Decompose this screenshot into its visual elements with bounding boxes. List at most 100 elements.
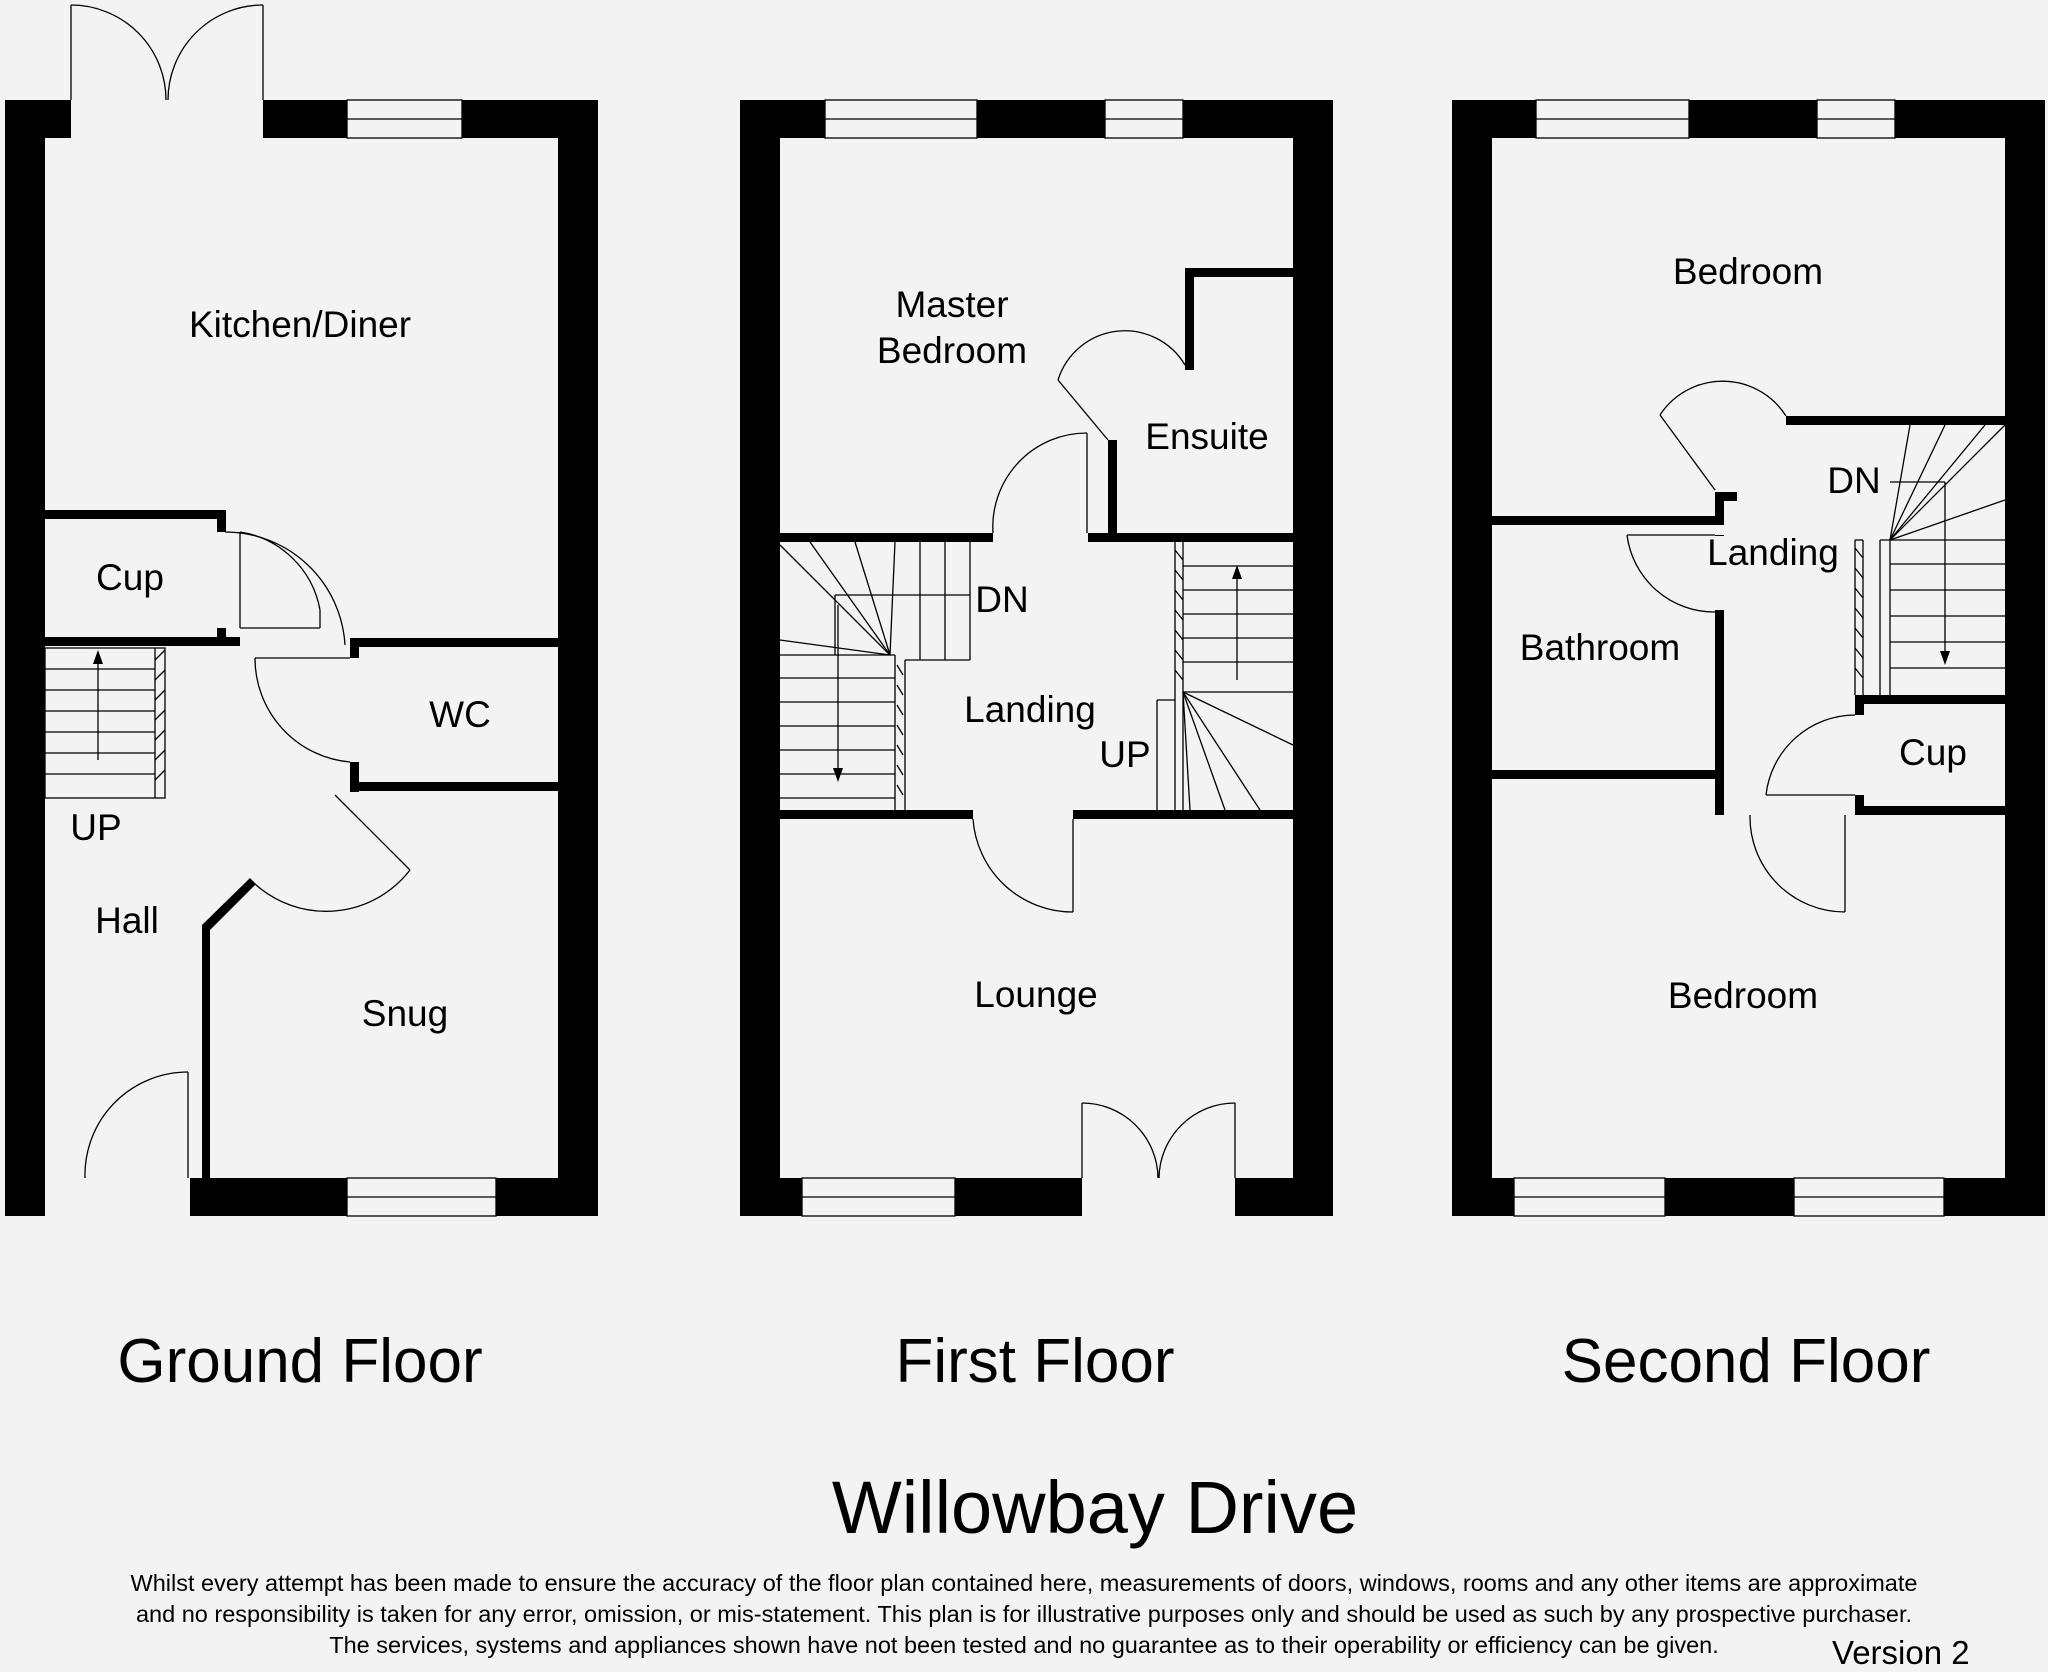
second-bathroom-top-wall — [1492, 516, 1724, 525]
ground-hall-label: Hall — [95, 900, 159, 941]
disclaimer-line-1: Whilst every attempt has been made to en… — [130, 1570, 1918, 1596]
second-bathroom-label: Bathroom — [1520, 627, 1680, 668]
second-bedroom-wall-stub — [1715, 770, 1724, 815]
ground-right-wall — [558, 100, 598, 1216]
first-right-wall — [1293, 100, 1333, 1216]
ground-snug-wall — [202, 878, 256, 1178]
second-bottom-wall-mid — [1665, 1178, 1794, 1216]
second-cup-label: Cup — [1899, 732, 1967, 773]
first-left-wall — [740, 100, 780, 1216]
ground-window-top — [346, 99, 463, 139]
ground-french-doors — [70, 4, 264, 101]
first-balcony-doors — [1081, 1102, 1236, 1179]
second-window-bottom-right — [1793, 1177, 1945, 1217]
ground-kitchen-label: Kitchen/Diner — [189, 304, 411, 345]
second-landing-wall-notch — [1715, 492, 1737, 501]
second-cup-door — [1765, 714, 1856, 796]
ground-floor-title: Ground Floor — [117, 1327, 482, 1396]
first-bottom-wall-left — [740, 1178, 802, 1216]
first-lounge-door — [972, 818, 1074, 913]
ground-window-bottom — [346, 1177, 497, 1217]
second-bathroom-bottom-wall — [1492, 770, 1724, 779]
first-master-door — [992, 432, 1088, 534]
second-bathroom-door — [1626, 534, 1716, 613]
ground-up-label: UP — [70, 807, 121, 848]
second-floor-title: Second Floor — [1562, 1327, 1931, 1396]
second-bedroom-top-wall-right — [1855, 806, 2005, 815]
ground-bottom-wall-left — [5, 1178, 45, 1216]
ground-cup-top-wall — [45, 510, 225, 519]
first-lounge-top-wall-left — [780, 810, 973, 819]
second-cup-left-wall — [1855, 695, 1864, 715]
second-dn-label: DN — [1827, 460, 1880, 501]
ground-bottom-wall-mid — [190, 1178, 347, 1216]
first-landing-top-wall-left — [780, 533, 993, 542]
first-lounge-label: Lounge — [974, 974, 1097, 1015]
ground-wc-label: WC — [429, 694, 491, 735]
ground-snug-door — [254, 794, 411, 912]
second-bedroom-bottom-label: Bedroom — [1668, 975, 1818, 1016]
first-ensuite-door — [1057, 330, 1186, 441]
ground-wc-bottom-wall — [350, 782, 558, 791]
second-window-top-left — [1535, 99, 1690, 139]
disclaimer-line-2: and no responsibility is taken for any e… — [135, 1601, 1913, 1627]
ground-wc-left-wall-low — [350, 762, 359, 792]
ground-wc-top-wall — [350, 638, 558, 647]
ground-floor-plan: Kitchen/Diner Cup WC UP Hall Snug — [5, 4, 598, 1217]
first-lounge-top-wall-right — [1073, 810, 1293, 819]
first-ensuite-left-wall — [1108, 440, 1117, 542]
first-master-label-line1: Master — [895, 284, 1008, 325]
property-title: Willowbay Drive — [832, 1466, 1358, 1549]
first-landing-top-wall-right — [1088, 533, 1293, 542]
second-bathroom-right-wall — [1715, 610, 1724, 815]
first-bottom-wall-mid — [955, 1178, 1082, 1216]
second-cup-top-wall — [1855, 695, 2005, 704]
ground-bottom-wall-right — [496, 1178, 598, 1216]
second-bedroom-top-door — [1659, 380, 1787, 491]
second-right-wall — [2005, 100, 2045, 1216]
second-landing-label: Landing — [1707, 532, 1839, 573]
first-window-top-right — [1104, 99, 1184, 139]
first-ensuite-label: Ensuite — [1145, 416, 1268, 457]
first-landing-label: Landing — [964, 689, 1096, 730]
second-bathroom-right-wall-top — [1715, 535, 1724, 536]
first-ensuite-wall-stub — [1185, 268, 1194, 370]
first-up-label: UP — [1099, 734, 1150, 775]
ground-left-wall — [5, 100, 45, 1216]
ground-cup-bottom-wall — [45, 637, 240, 646]
disclaimer: Whilst every attempt has been made to en… — [10, 1568, 2038, 1661]
first-ensuite-top-wall — [1185, 268, 1293, 277]
second-window-bottom-left — [1513, 1177, 1666, 1217]
second-landing-top-wall — [1786, 416, 2005, 425]
first-top-wall-mid — [977, 100, 1105, 138]
second-bottom-wall-left — [1452, 1178, 1514, 1216]
version-label: Version 2 — [1832, 1634, 1970, 1671]
first-window-bottom — [801, 1177, 956, 1217]
ground-cup-label: Cup — [96, 557, 164, 598]
ground-staircase — [44, 647, 166, 799]
ground-snug-label: Snug — [362, 993, 448, 1034]
second-left-wall — [1452, 100, 1492, 1216]
second-bedroom-bottom-door — [1749, 814, 1846, 913]
second-window-top-right — [1816, 99, 1896, 139]
second-landing-wall-stub — [1715, 492, 1724, 525]
first-staircase-up — [1156, 542, 1294, 811]
ground-front-door — [84, 1071, 189, 1179]
disclaimer-line-3: The services, systems and appliances sho… — [329, 1632, 1719, 1658]
first-window-top-left — [824, 99, 978, 139]
second-bottom-wall-right — [1944, 1178, 2045, 1216]
ground-cup-right-wall — [217, 510, 226, 532]
first-dn-label: DN — [975, 579, 1028, 620]
ground-wc-door — [254, 657, 351, 763]
second-cup-left-wall-low — [1855, 795, 1864, 815]
first-staircase-down — [779, 541, 971, 810]
first-floor-plan: Master Bedroom Ensuite DN Landing UP Lou… — [740, 99, 1333, 1217]
first-floor-title: First Floor — [896, 1327, 1175, 1396]
ground-top-wall-mid — [263, 100, 347, 138]
second-top-wall-mid — [1689, 100, 1817, 138]
first-master-label-line2: Bedroom — [877, 330, 1027, 371]
ground-wc-left-wall — [350, 638, 359, 658]
first-bottom-wall-right — [1235, 1178, 1333, 1216]
second-bedroom-top-label: Bedroom — [1673, 251, 1823, 292]
